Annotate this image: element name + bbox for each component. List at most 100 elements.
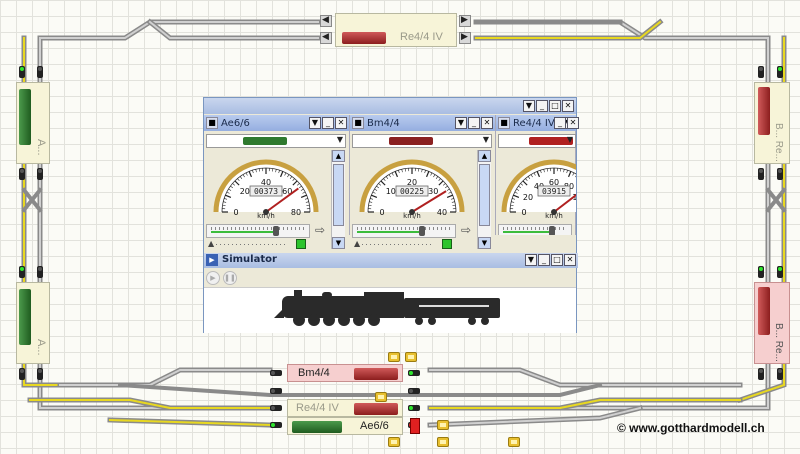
- loco-select[interactable]: ▼: [352, 134, 492, 148]
- horn-icon[interactable]: ▲: [354, 239, 361, 248]
- loco-select[interactable]: ▼: [206, 134, 346, 148]
- function-row: ▲: [208, 239, 326, 249]
- signal-icon[interactable]: [19, 66, 25, 78]
- close-button[interactable]: ✕: [564, 254, 576, 266]
- speed-slider[interactable]: [498, 224, 572, 235]
- signal-icon[interactable]: [758, 266, 764, 278]
- horn-icon[interactable]: ▲: [208, 239, 215, 248]
- maximize-button[interactable]: □: [551, 254, 563, 266]
- endpoint-icon[interactable]: ▶: [459, 15, 471, 27]
- block-yard-re44[interactable]: Re4/4 IV: [287, 399, 403, 417]
- chevron-down-icon: ▼: [482, 135, 489, 144]
- function-indicator[interactable]: [442, 239, 452, 249]
- loco-scrollbar[interactable]: ▲▼: [331, 150, 345, 249]
- stop-marker-icon[interactable]: [437, 420, 449, 430]
- control-window-titlebar: ▼ _ □ ✕: [204, 98, 576, 114]
- gauge-tick-label: 10: [386, 187, 396, 196]
- gauge-tick-label: 40: [261, 178, 271, 187]
- stop-marker-icon[interactable]: [405, 352, 417, 362]
- chevron-down-icon: ▼: [566, 135, 573, 144]
- signal-icon[interactable]: [408, 388, 420, 394]
- signal-icon[interactable]: [37, 266, 43, 278]
- signal-icon[interactable]: [37, 66, 43, 78]
- minimize-button[interactable]: _: [536, 100, 548, 112]
- block-right-upper[interactable]: B... Re...: [754, 82, 790, 164]
- stop-marker-icon[interactable]: [375, 392, 387, 402]
- signal-icon[interactable]: [777, 368, 783, 380]
- stop-marker-icon[interactable]: [388, 352, 400, 362]
- dropdown-icon[interactable]: ▼: [523, 100, 535, 112]
- signal-icon[interactable]: [19, 168, 25, 180]
- block-label: Bm4/4: [298, 367, 330, 379]
- block-left-upper[interactable]: A...: [16, 82, 50, 164]
- block-label: Re4/4 IV: [400, 31, 443, 43]
- block-label: A...: [35, 339, 47, 356]
- function-indicator[interactable]: [296, 239, 306, 249]
- gauge-tick-label: 0: [379, 208, 384, 217]
- signal-icon[interactable]: [758, 368, 764, 380]
- odometer-value: 00225: [400, 187, 424, 196]
- dropdown-icon[interactable]: ▼: [455, 117, 467, 129]
- stop-light-icon[interactable]: [410, 418, 420, 434]
- signal-icon[interactable]: [408, 405, 420, 411]
- block-yard-bm44[interactable]: Bm4/4: [287, 364, 403, 382]
- block-right-lower[interactable]: B... Re...: [754, 282, 790, 364]
- dropdown-icon[interactable]: ▼: [525, 254, 537, 266]
- signal-icon[interactable]: [270, 370, 282, 376]
- dropdown-icon[interactable]: ▼: [309, 117, 321, 129]
- direction-arrow-icon[interactable]: ⇨: [314, 223, 326, 237]
- play-icon[interactable]: ▶: [206, 271, 220, 285]
- close-button[interactable]: ✕: [567, 117, 579, 129]
- gauge-needle: [411, 190, 447, 213]
- odometer-value: 03915: [542, 187, 566, 196]
- signal-icon[interactable]: [37, 368, 43, 380]
- signal-icon[interactable]: [777, 66, 783, 78]
- signal-icon[interactable]: [777, 168, 783, 180]
- signal-icon[interactable]: [37, 168, 43, 180]
- minimize-button[interactable]: _: [554, 117, 566, 129]
- minimize-button[interactable]: _: [322, 117, 334, 129]
- play-icon: ▶: [206, 254, 218, 266]
- block-label: Ae6/6: [360, 420, 389, 432]
- signal-icon[interactable]: [758, 66, 764, 78]
- minimize-button[interactable]: _: [538, 254, 550, 266]
- speed-slider[interactable]: [206, 224, 310, 238]
- pause-icon[interactable]: ❚❚: [223, 271, 237, 285]
- signal-icon[interactable]: [270, 388, 282, 394]
- endpoint-icon[interactable]: ▶: [459, 32, 471, 44]
- loco-scrollbar[interactable]: ▲▼: [477, 150, 491, 249]
- signal-icon[interactable]: [777, 266, 783, 278]
- signal-icon[interactable]: [270, 405, 282, 411]
- signal-icon[interactable]: [19, 368, 25, 380]
- loco-select[interactable]: ▼: [498, 134, 576, 148]
- signal-icon[interactable]: [19, 266, 25, 278]
- stop-marker-icon[interactable]: [437, 437, 449, 447]
- close-button[interactable]: ✕: [481, 117, 493, 129]
- maximize-button[interactable]: □: [549, 100, 561, 112]
- signal-icon[interactable]: [270, 422, 282, 428]
- block-top[interactable]: Re4/4 IV: [335, 13, 457, 47]
- block-yard-ae66[interactable]: Ae6/6: [287, 417, 403, 435]
- gauge-needle: [553, 193, 576, 213]
- gauge-tick-label: 20: [240, 187, 250, 196]
- block-left-lower[interactable]: A...: [16, 282, 50, 364]
- gauge-tick-label: 60: [549, 178, 559, 187]
- stop-marker-icon[interactable]: [388, 437, 400, 447]
- signal-icon[interactable]: [758, 168, 764, 180]
- endpoint-icon[interactable]: ◀: [320, 32, 332, 44]
- train-icon: [354, 403, 398, 415]
- function-row: ▲: [354, 239, 472, 249]
- signal-icon[interactable]: [408, 370, 420, 376]
- train-icon: [19, 289, 31, 345]
- speed-slider[interactable]: [352, 224, 456, 238]
- direction-arrow-icon[interactable]: ⇨: [460, 223, 472, 237]
- gauge-tick-label: 20: [523, 193, 533, 202]
- endpoint-icon[interactable]: ◀: [320, 15, 332, 27]
- close-button[interactable]: ✕: [335, 117, 347, 129]
- train-icon: [758, 87, 770, 135]
- stop-marker-icon[interactable]: [508, 437, 520, 447]
- minimize-button[interactable]: _: [468, 117, 480, 129]
- gauge-tick-label: 0: [521, 208, 526, 217]
- close-button[interactable]: ✕: [562, 100, 574, 112]
